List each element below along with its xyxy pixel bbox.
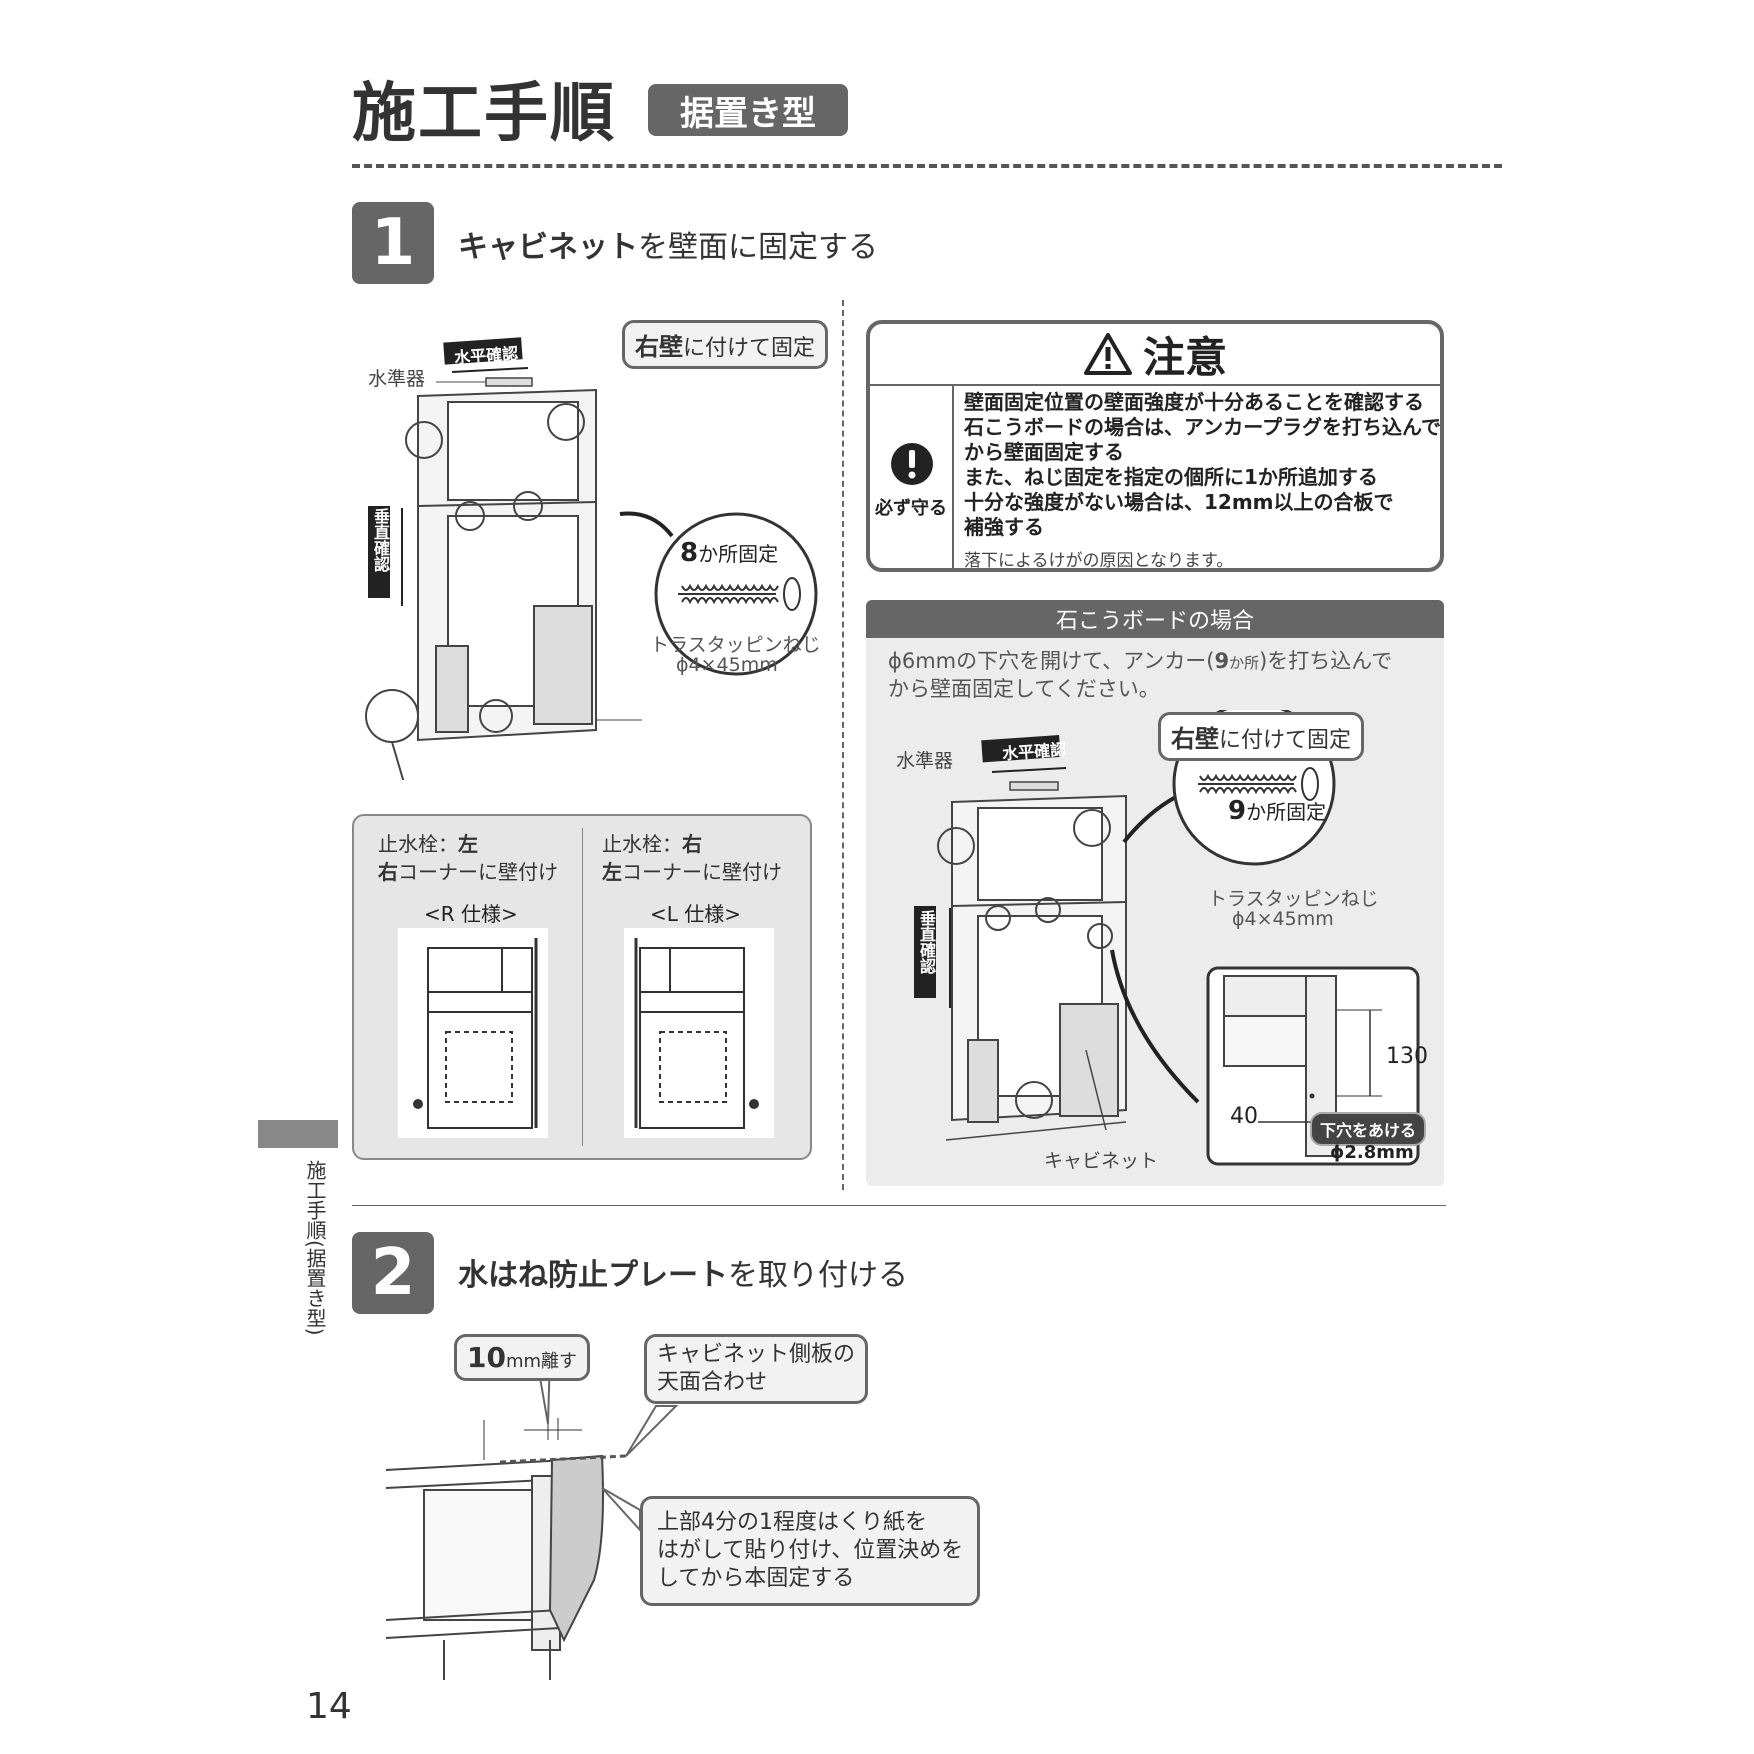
gypsum-board-panel: 石こうボードの場合 ϕ6mmの下穴を開けて、アンカー(9か所)を打ち込んで から… bbox=[866, 600, 1444, 1186]
step1-number: 1 bbox=[352, 202, 434, 284]
must-follow-column: 必ず守る bbox=[870, 386, 954, 568]
r-spec-diagram bbox=[398, 928, 548, 1138]
screw-count: 8か所固定 bbox=[680, 538, 779, 568]
gypsum-instructions: ϕ6mmの下穴を開けて、アンカー(9か所)を打ち込んで から壁面固定してください… bbox=[888, 649, 1393, 701]
cabinet-label: キャビネット bbox=[1044, 1150, 1159, 1172]
spec-r-text: 止水栓：左 右コーナーに壁付け bbox=[378, 832, 558, 884]
spec-l-text: 止水栓：右 左コーナーに壁付け bbox=[602, 832, 782, 884]
gypsum-screw-name: トラスタッピンねじ bbox=[1208, 888, 1379, 910]
gypsum-right-wall-callout: 右壁に付けて固定 bbox=[1158, 712, 1365, 761]
mandatory-icon bbox=[891, 443, 933, 485]
screw-size: ϕ4×45mm bbox=[676, 654, 778, 676]
screw-name: トラスタッピンねじ bbox=[650, 634, 821, 656]
column-divider bbox=[842, 300, 844, 1190]
splash-plate-illustration bbox=[385, 1353, 679, 1680]
dimension-130: 130 bbox=[1386, 1044, 1428, 1069]
gap-10mm-callout: 10mm離す bbox=[454, 1334, 591, 1381]
step2-number: 2 bbox=[352, 1232, 434, 1314]
caution-text: 壁面固定位置の壁面強度が十分あることを確認する 石こうボードの場合は、アンカープ… bbox=[964, 390, 1441, 539]
l-spec-diagram bbox=[624, 928, 774, 1138]
page-title: 施工手順 bbox=[352, 77, 616, 151]
type-tag: 据置き型 bbox=[648, 84, 848, 136]
level-check-label: 水平確認 bbox=[453, 343, 519, 368]
gypsum-screw-count: 9か所固定 bbox=[1228, 796, 1327, 826]
spec-r-label: <R 仕様> bbox=[424, 902, 518, 926]
section-divider bbox=[352, 1205, 1446, 1206]
sidebar-tab bbox=[258, 1120, 338, 1148]
header-divider bbox=[352, 164, 1502, 168]
release-paper-callout: 上部4分の1程度はくり紙をはがして貼り付け、位置決めをしてから本固定する bbox=[640, 1496, 981, 1606]
pilot-hole-label: 下穴をあける bbox=[1310, 1112, 1427, 1146]
pilot-hole-size: ϕ2.8mm bbox=[1330, 1142, 1414, 1163]
align-top-callout: キャビネット側板の天面合わせ bbox=[644, 1334, 869, 1404]
gypsum-level-tool-label: 水準器 bbox=[896, 750, 954, 772]
caution-header: 注意 bbox=[870, 324, 1440, 386]
spec-box: 止水栓：左 右コーナーに壁付け <R 仕様> 止水栓：右 左コーナーに壁付け <… bbox=[352, 814, 812, 1160]
step1-title: キャビネットを壁面に固定する bbox=[458, 230, 878, 265]
gypsum-vertical-check-label: 垂直確認 bbox=[917, 910, 936, 974]
cabinet-illustration bbox=[365, 337, 818, 780]
gypsum-screw-size: ϕ4×45mm bbox=[1232, 908, 1334, 930]
caution-box: 注意 必ず守る 壁面固定位置の壁面強度が十分あることを確認する 石こうボードの場… bbox=[866, 320, 1444, 572]
page-number: 14 bbox=[306, 1686, 352, 1727]
caution-note: 落下によるけがの原因となります。 bbox=[964, 551, 1234, 571]
spec-l-label: <L 仕様> bbox=[650, 902, 742, 926]
right-wall-callout: 右壁に付けて固定 bbox=[622, 320, 829, 369]
must-follow-label: 必ず守る bbox=[875, 498, 947, 519]
step2-title: 水はね防止プレートを取り付ける bbox=[458, 1258, 908, 1293]
sidebar-label: 施工手順(据置き型) bbox=[303, 1160, 327, 1336]
vertical-check-label: 垂直確認 bbox=[371, 508, 390, 572]
warning-icon bbox=[1083, 333, 1132, 375]
gypsum-heading: 石こうボードの場合 bbox=[866, 600, 1444, 638]
level-tool-label: 水準器 bbox=[368, 368, 426, 390]
gypsum-level-check-label: 水平確認 bbox=[1001, 739, 1067, 764]
dimension-40: 40 bbox=[1230, 1104, 1258, 1129]
gypsum-cabinet-illustration bbox=[914, 710, 1420, 1166]
